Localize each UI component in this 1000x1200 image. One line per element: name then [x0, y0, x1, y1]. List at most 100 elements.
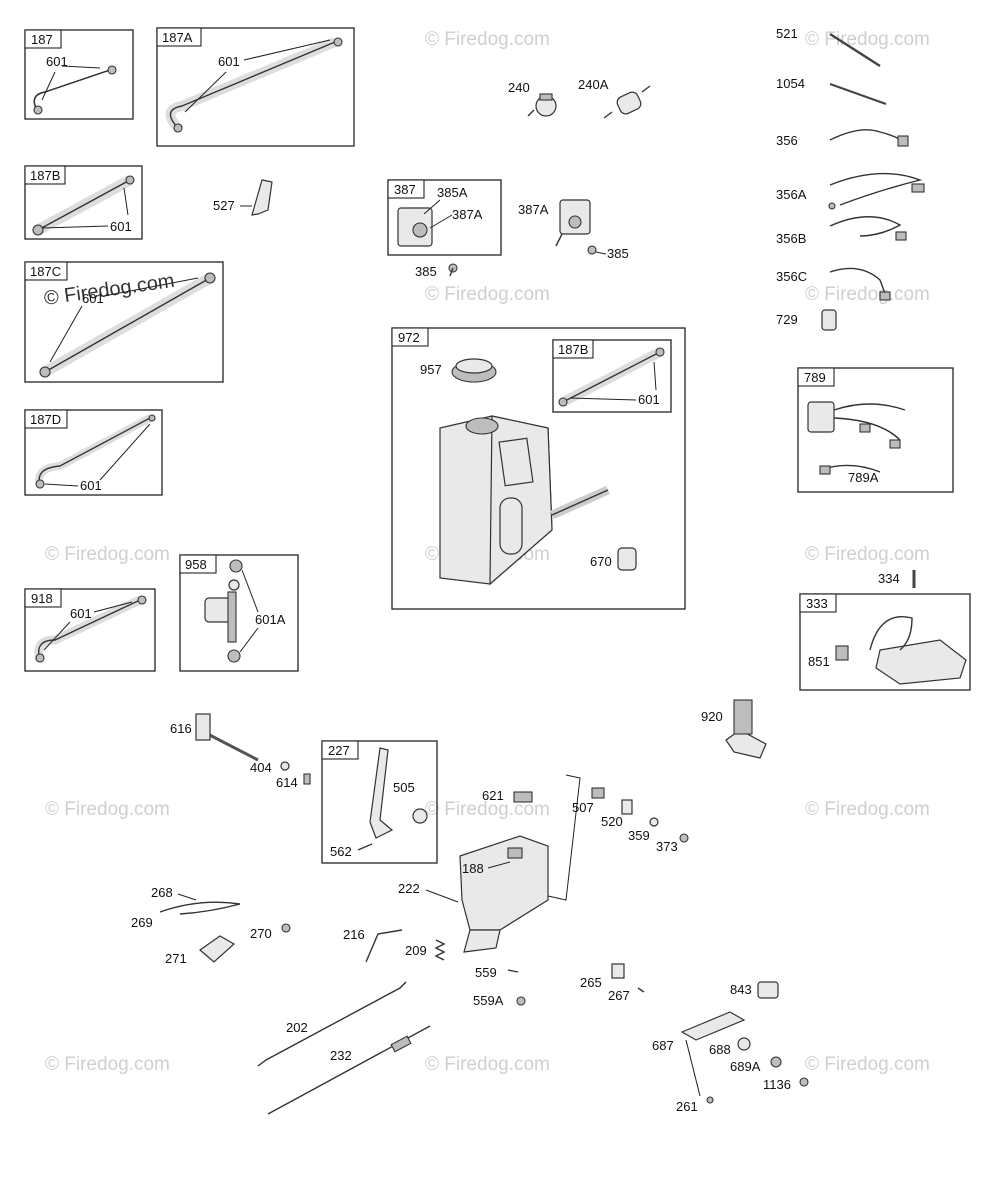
- part-385a: 385A: [437, 185, 468, 200]
- group-187: 187 601: [24, 29, 134, 120]
- svg-text:1136: 1136: [763, 1077, 791, 1092]
- box-label-187b: 187B: [30, 168, 60, 183]
- group-187c: 187C 601: [24, 261, 224, 383]
- watermark: © Firedog.com: [805, 1054, 930, 1075]
- part-271: 271: [165, 935, 236, 966]
- svg-text:687: 687: [652, 1038, 674, 1053]
- part-559: 559: [475, 965, 519, 980]
- group-972: 972 957 670 187B 601: [391, 327, 686, 610]
- svg-text:404: 404: [250, 760, 272, 775]
- watermark: © Firedog.com: [45, 544, 170, 565]
- svg-text:271: 271: [165, 951, 187, 966]
- box-label-227: 227: [328, 743, 350, 758]
- part-261: 261: [676, 1096, 714, 1114]
- part-614: 614: [276, 773, 311, 790]
- part-601: 601: [82, 291, 104, 306]
- svg-text:729: 729: [776, 312, 798, 327]
- part-527: 527: [213, 179, 273, 216]
- svg-text:385: 385: [607, 246, 629, 261]
- part-334: 334: [878, 570, 916, 588]
- group-187b: 187B 601: [24, 165, 143, 240]
- part-356b: 356B: [776, 216, 907, 246]
- box-label-789: 789: [804, 370, 826, 385]
- svg-text:559: 559: [475, 965, 497, 980]
- part-507: 507: [572, 800, 594, 815]
- svg-text:209: 209: [405, 943, 427, 958]
- part-1054: 1054: [776, 76, 887, 105]
- group-387: 387 385A 387A: [387, 179, 502, 256]
- svg-text:527: 527: [213, 198, 235, 213]
- part-520: 520: [601, 814, 623, 829]
- svg-text:265: 265: [580, 975, 602, 990]
- part-385-loose: 385: [587, 245, 629, 261]
- part-851: 851: [808, 654, 830, 669]
- watermark: © Firedog.com: [425, 29, 550, 50]
- svg-text:356B: 356B: [776, 231, 806, 246]
- part-359: 359: [628, 828, 650, 843]
- svg-text:387A: 387A: [518, 202, 549, 217]
- part-268: 268: [151, 885, 197, 901]
- part-689a: 689A: [730, 1056, 782, 1074]
- watermark: © Firedog.com: [425, 284, 550, 305]
- svg-text:356A: 356A: [776, 187, 807, 202]
- part-559a: 559A: [473, 993, 526, 1008]
- part-356c: 356C: [776, 267, 891, 301]
- watermark: © Firedog.com: [425, 799, 550, 820]
- svg-text:216: 216: [343, 927, 365, 942]
- svg-text:268: 268: [151, 885, 173, 900]
- svg-text:1054: 1054: [776, 76, 805, 91]
- box-label-187b-inner: 187B: [558, 342, 588, 357]
- part-387a-loose: 387A: [518, 199, 591, 247]
- svg-text:202: 202: [286, 1020, 308, 1035]
- part-601: 601: [218, 54, 240, 69]
- svg-text:261: 261: [676, 1099, 698, 1114]
- part-601a: 601A: [255, 612, 286, 627]
- svg-text:269: 269: [131, 915, 153, 930]
- part-270: 270: [250, 923, 291, 941]
- svg-text:616: 616: [170, 721, 192, 736]
- group-789: 789 789A: [797, 367, 954, 493]
- box-label-387: 387: [394, 182, 416, 197]
- part-356: 356: [776, 129, 909, 148]
- group-187d: 187D 601: [24, 409, 163, 496]
- box-label-918: 918: [31, 591, 53, 606]
- group-918: 918 601: [24, 588, 156, 672]
- watermark: © Firedog.com: [425, 1054, 550, 1075]
- part-385: 385: [415, 263, 458, 279]
- part-240a: 240A: [578, 77, 651, 119]
- part-373: 373: [656, 839, 678, 854]
- watermark: © Firedog.com: [805, 29, 930, 50]
- svg-text:334: 334: [878, 571, 900, 586]
- part-601: 601: [46, 54, 68, 69]
- part-601: 601: [110, 219, 132, 234]
- group-333: 333 851: [799, 593, 971, 691]
- part-521: 521: [776, 26, 881, 68]
- watermark: © Firedog.com: [805, 544, 930, 565]
- part-601: 601: [80, 478, 102, 493]
- part-216: 216: [343, 927, 403, 963]
- watermark: © Firedog.com: [805, 799, 930, 820]
- svg-text:614: 614: [276, 775, 298, 790]
- svg-text:385: 385: [415, 264, 437, 279]
- svg-text:270: 270: [250, 926, 272, 941]
- svg-text:521: 521: [776, 26, 798, 41]
- part-209: 209: [405, 939, 446, 961]
- part-1136: 1136: [763, 1077, 809, 1092]
- part-265: 265: [580, 963, 625, 990]
- watermark: © Firedog.com: [45, 799, 170, 820]
- box-label-333: 333: [806, 596, 828, 611]
- part-505: 505: [393, 780, 415, 795]
- part-688: 688: [709, 1037, 751, 1057]
- part-601: 601: [638, 392, 660, 407]
- group-227: 227 505 562: [321, 740, 438, 864]
- part-621: 621: [482, 788, 504, 803]
- part-920: 920: [701, 699, 767, 759]
- watermark: © Firedog.com: [45, 1054, 170, 1075]
- svg-text:356: 356: [776, 133, 798, 148]
- svg-text:920: 920: [701, 709, 723, 724]
- svg-text:689A: 689A: [730, 1059, 761, 1074]
- svg-text:688: 688: [709, 1042, 731, 1057]
- part-269: 269: [131, 901, 241, 930]
- part-404: 404: [250, 760, 290, 775]
